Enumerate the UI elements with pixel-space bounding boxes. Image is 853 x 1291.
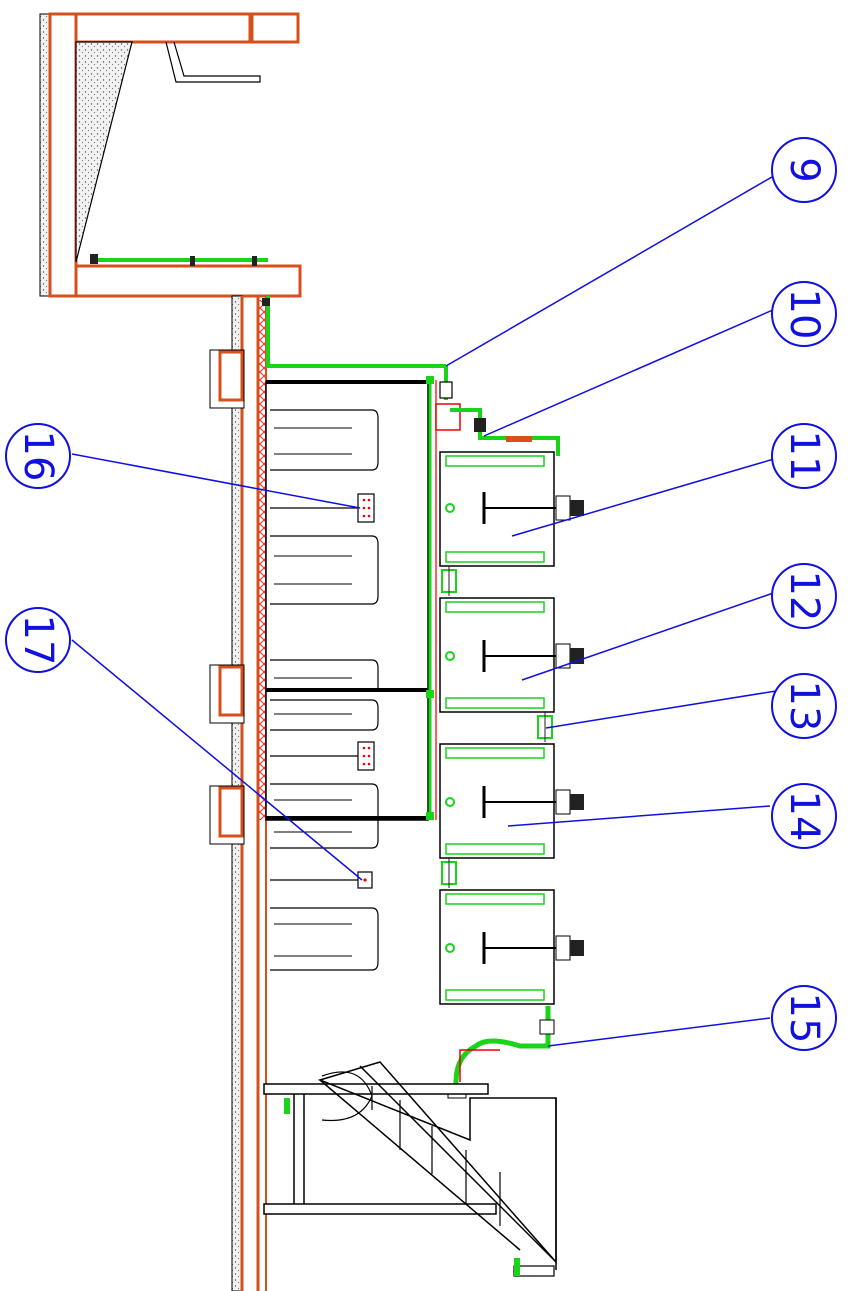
- svg-text:15: 15: [781, 993, 827, 1044]
- upper-structure: [39, 12, 302, 298]
- callout-9: 9: [771, 137, 837, 203]
- junction-box-1: [357, 493, 375, 523]
- filter-bag: [270, 659, 379, 690]
- tank-4: [439, 889, 584, 1005]
- svg-text:11: 11: [781, 431, 827, 482]
- filter-frame: [265, 380, 429, 971]
- tank-1: [439, 451, 584, 567]
- leader-10: [483, 305, 783, 437]
- conveyor: [263, 1061, 557, 1277]
- callout-13: 13: [771, 673, 837, 739]
- leader-14: [507, 805, 771, 827]
- leader-13: [545, 689, 783, 729]
- wall-bracket-1-inner: [218, 350, 244, 402]
- callouts: 9 10 11 12 13 14 15 16: [5, 137, 837, 1051]
- top-beam-end: [250, 12, 300, 44]
- filter-bag: [270, 907, 379, 971]
- filter-bag: [270, 699, 379, 731]
- hopper-outlet: [165, 41, 261, 83]
- filter-bag: [270, 535, 379, 605]
- junction-box-2: [357, 741, 375, 771]
- leader-11: [511, 455, 785, 537]
- flow-meter: [506, 436, 532, 442]
- inlet-valve: [439, 381, 453, 399]
- leader-lines: [71, 169, 785, 1047]
- leader-12: [521, 589, 783, 681]
- svg-text:16: 16: [15, 431, 61, 482]
- inlet-piping: [435, 366, 560, 456]
- svg-text:9: 9: [781, 157, 827, 182]
- callout-11: 11: [771, 423, 837, 489]
- wall-bracket-2: [209, 664, 245, 724]
- wall-bracket-2-inner: [218, 665, 244, 717]
- upper-pipe-valve: [190, 256, 195, 266]
- callout-17: 17: [5, 607, 71, 673]
- tank-3: [439, 743, 584, 859]
- svg-text:13: 13: [781, 681, 827, 732]
- wall-hatch: [258, 300, 266, 820]
- hopper-wedge: [75, 41, 133, 263]
- filter-bag: [270, 783, 379, 849]
- control-valve: [474, 418, 486, 432]
- callout-12: 12: [771, 563, 837, 629]
- callout-16: 16: [5, 423, 71, 489]
- leader-9: [445, 169, 785, 367]
- leader-17: [71, 639, 363, 881]
- frame-outer: [265, 381, 429, 821]
- header-pipe: [426, 376, 437, 820]
- upper-pipe-valve-2: [252, 256, 257, 266]
- left-wall: [48, 12, 78, 298]
- callout-14: 14: [771, 783, 837, 849]
- top-beam: [74, 12, 252, 44]
- wall-bracket-3-inner: [218, 786, 244, 838]
- wall-bracket-3: [209, 785, 245, 845]
- feed-pipe-fitting: [262, 298, 270, 306]
- leader-16: [71, 453, 361, 509]
- tank-2: [439, 597, 584, 713]
- svg-text:17: 17: [15, 615, 61, 666]
- svg-text:12: 12: [781, 571, 827, 622]
- svg-text:14: 14: [781, 791, 827, 842]
- svg-text:10: 10: [781, 289, 827, 340]
- floor-slab: [74, 264, 302, 298]
- callout-15: 15: [771, 985, 837, 1051]
- leader-15: [547, 1017, 771, 1047]
- filter-bag: [270, 409, 379, 471]
- vertical-wall: [209, 295, 446, 1291]
- upper-pipe-fitting: [90, 254, 98, 264]
- wall-bracket-1: [209, 349, 245, 409]
- callout-10: 10: [771, 281, 837, 347]
